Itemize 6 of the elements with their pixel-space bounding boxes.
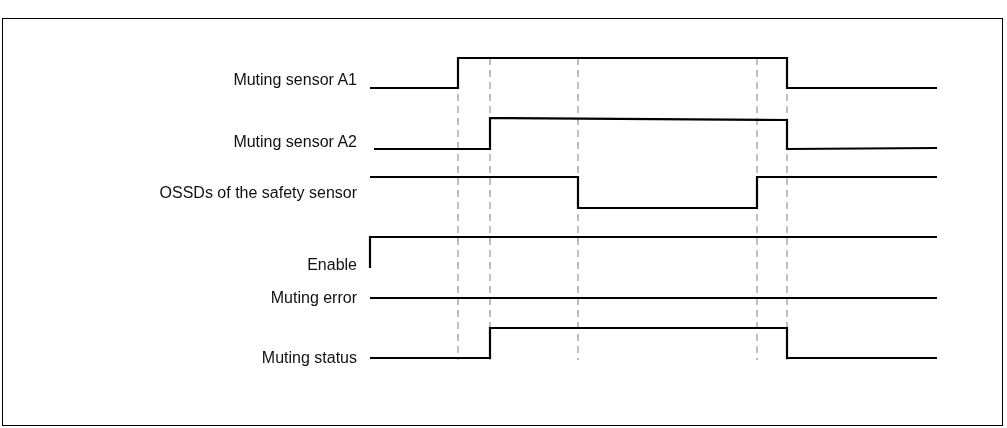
signal-label: Muting error xyxy=(270,289,357,307)
signal-label: Muting sensor A2 xyxy=(233,133,357,151)
signal-label: Muting status xyxy=(261,349,357,367)
signal-label: Muting sensor A1 xyxy=(233,71,357,89)
signal-label: Enable xyxy=(307,256,357,274)
signal-label: OSSDs of the safety sensor xyxy=(159,184,357,202)
